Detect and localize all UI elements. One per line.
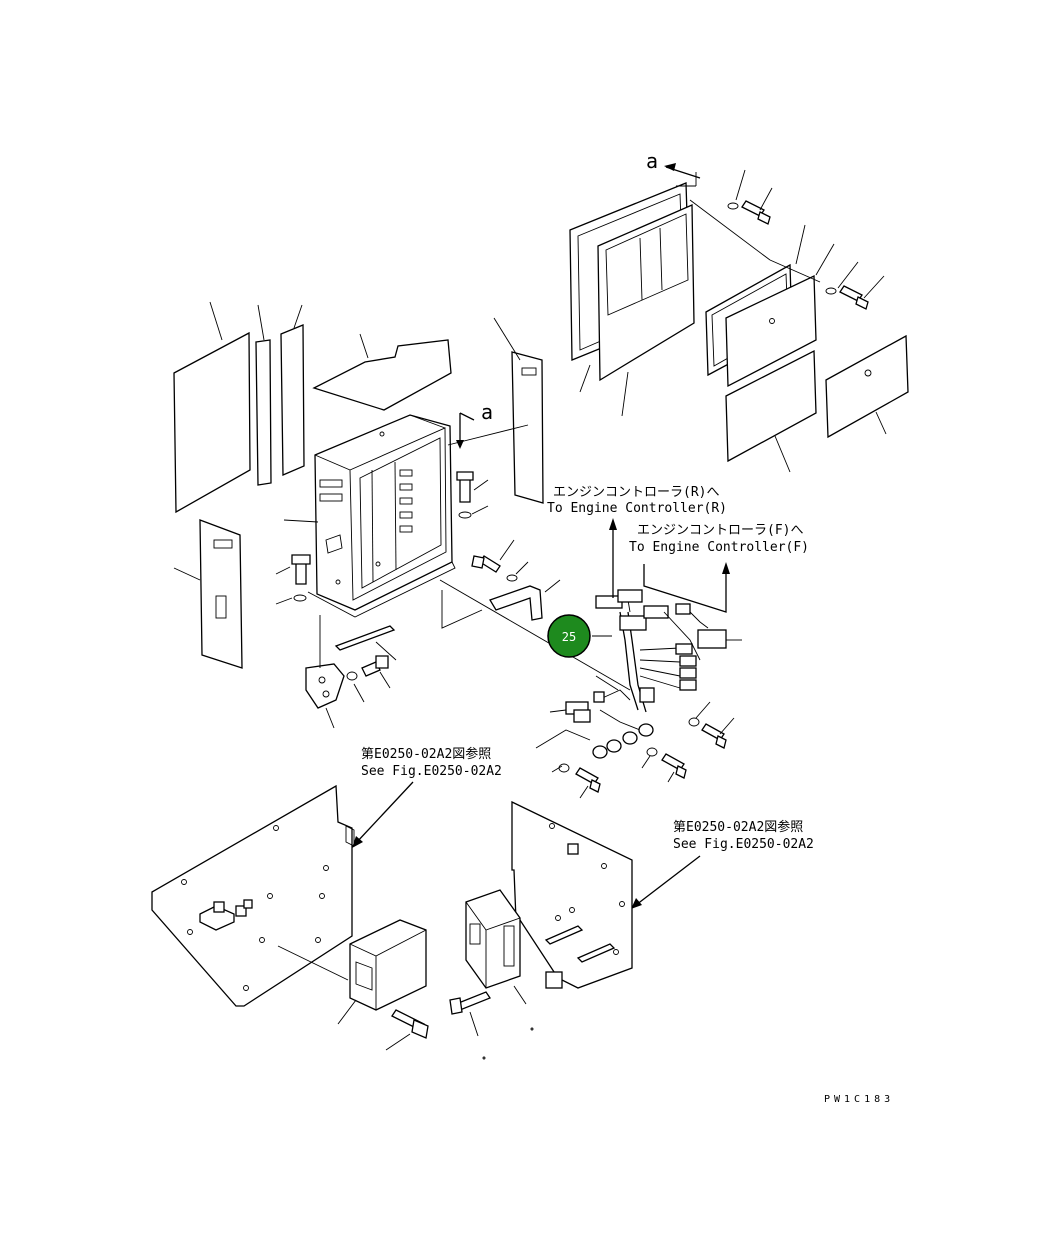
drawing-code: PW1C183 [824, 1094, 894, 1105]
lower-right-mounting-plate [449, 800, 633, 1060]
callout-25[interactable]: 25 [547, 614, 612, 658]
to-ecu-r-jp: エンジンコントローラ(R)へ [553, 485, 719, 500]
lower-left-mounting-plate [151, 784, 429, 1051]
to-ecu-r-en: To Engine Controller(R) [547, 501, 727, 516]
see-fig-right-jp: 第E0250-02A2図参照 [673, 819, 803, 835]
cover-plate [825, 334, 909, 439]
thin-seal-strip [255, 339, 272, 486]
side-insulation-panel [173, 331, 251, 514]
controller-box: a [283, 400, 529, 618]
front-label-plate [199, 519, 243, 669]
wiring-harness [439, 579, 742, 799]
left-panels [173, 301, 544, 669]
see-fig-left-en: See Fig.E0250-02A2 [361, 764, 502, 779]
vertical-label-plate [511, 351, 544, 504]
box-fasteners [275, 471, 561, 729]
view-a-lower-label: a [481, 400, 493, 424]
view-a-upper: a [646, 149, 701, 179]
door-inner-plate [725, 274, 817, 388]
ecu-direction-arrows: エンジンコントローラ(R)へ To Engine Controller(R) エ… [547, 485, 809, 613]
side-seal-strip [280, 324, 305, 476]
to-ecu-f-en: To Engine Controller(F) [629, 540, 809, 555]
to-ecu-f-jp: エンジンコントローラ(F)へ [637, 523, 803, 538]
door-assembly [569, 169, 909, 473]
door-panel [597, 204, 695, 382]
insulation-pad [725, 349, 817, 463]
view-a-upper-label: a [646, 149, 658, 173]
callout-25-number: 25 [562, 630, 576, 644]
see-fig-right: 第E0250-02A2図参照 See Fig.E0250-02A2 [631, 819, 814, 909]
see-fig-left: 第E0250-02A2図参照 See Fig.E0250-02A2 [352, 746, 502, 848]
see-fig-left-jp: 第E0250-02A2図参照 [361, 746, 491, 762]
top-insulation-pad [312, 339, 452, 411]
see-fig-right-en: See Fig.E0250-02A2 [673, 837, 814, 852]
callout-25-circle [547, 614, 591, 658]
